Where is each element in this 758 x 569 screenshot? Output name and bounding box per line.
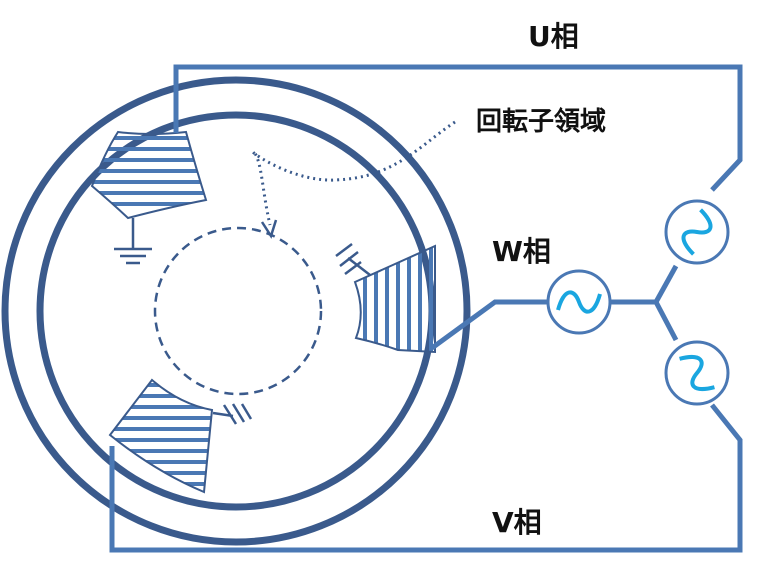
label-rotor-region: 回転子領域 xyxy=(476,107,607,137)
ground-icon xyxy=(335,243,371,276)
label-u-phase: U相 xyxy=(528,20,579,53)
rotor-region-circle xyxy=(153,226,323,396)
ground-icon xyxy=(212,403,253,425)
ac-source-v xyxy=(664,340,730,406)
ac-source-w xyxy=(546,269,612,335)
ground-icon xyxy=(114,218,152,265)
rotor-pointer-arrowhead xyxy=(260,219,278,239)
wiring xyxy=(109,64,743,553)
sine-wave-icon xyxy=(681,208,713,256)
ac-source-u xyxy=(664,199,730,265)
stator-outer-ring xyxy=(1,76,471,546)
sine-wave-icon xyxy=(679,354,715,392)
coil-v xyxy=(108,378,214,494)
label-w-phase: W相 xyxy=(492,235,551,268)
sine-wave-icon xyxy=(556,290,602,314)
label-v-phase: V相 xyxy=(492,506,542,539)
rotor-pointer-line xyxy=(251,120,456,226)
coil-u xyxy=(90,130,208,220)
